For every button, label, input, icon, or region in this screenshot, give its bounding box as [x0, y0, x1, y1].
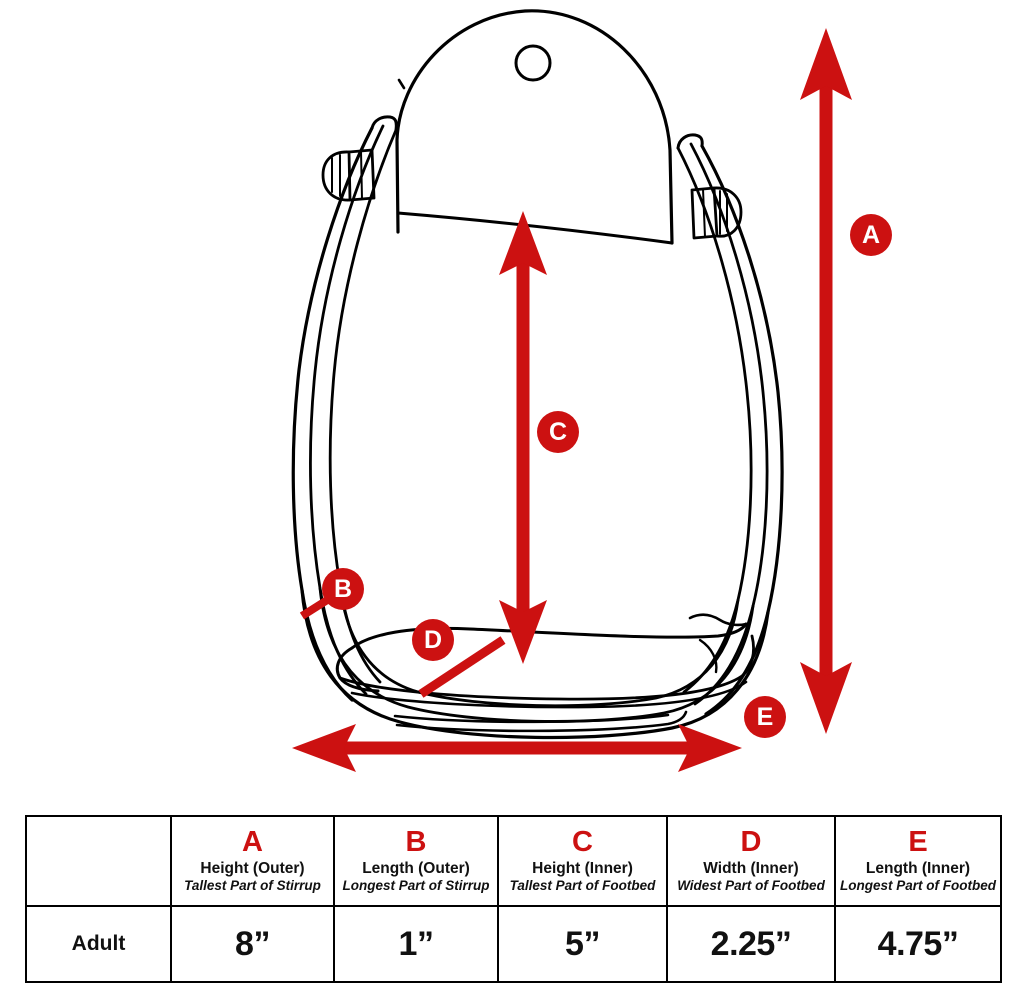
- marker-b-badge: [322, 568, 364, 610]
- stirrup-bottom-inner-curve: [338, 582, 740, 708]
- table-header-row: A Height (Outer) Tallest Part of Stirrup…: [25, 815, 1002, 907]
- marker-c-label: C: [549, 418, 567, 446]
- marker-e-arrowhead-left: [292, 724, 356, 772]
- marker-d-diagonal-line: [418, 636, 506, 698]
- marker-e-label: E: [757, 703, 774, 731]
- header-letter-d: D: [740, 825, 762, 858]
- footbed-tread-plate: [395, 710, 688, 733]
- marker-e-badge: [744, 696, 786, 738]
- marker-b: B: [299, 568, 364, 620]
- marker-d-badge: [412, 619, 454, 661]
- table-header-cell-d: D Width (Inner) Widest Part of Footbed: [666, 815, 836, 907]
- footbed-lower-contour: [338, 634, 755, 701]
- header-title-c: Height (Inner): [532, 859, 633, 877]
- stirrup-diagram-svg: A C E B: [0, 0, 1024, 800]
- footbed-right-wrinkle: [688, 613, 748, 627]
- footbed-right-inner-detail: [698, 638, 718, 674]
- value-a: 8”: [235, 924, 270, 963]
- marker-d: D: [412, 619, 506, 698]
- header-sub-e: Longest Part of Footbed: [840, 878, 996, 894]
- table-row: Adult 8” 1” 5” 2.25” 4.75”: [25, 905, 1002, 983]
- marker-a-arrowhead-bottom: [800, 662, 852, 734]
- value-d: 2.25”: [710, 924, 792, 963]
- header-title-e: Length (Inner): [865, 859, 971, 877]
- footbed-tread-plate-top: [393, 713, 670, 724]
- top-plate-outline: [395, 9, 674, 245]
- right-band-top-cap: [676, 133, 704, 150]
- value-b: 1”: [398, 924, 434, 963]
- right-bolt-icon: [690, 186, 743, 240]
- header-title-a: Height (Outer): [200, 859, 305, 877]
- marker-a-arrowhead-top: [800, 28, 852, 100]
- header-letter-a: A: [242, 825, 263, 858]
- stirrup-diagram: A C E B: [0, 0, 1024, 800]
- row-label-cell: Adult: [25, 905, 172, 983]
- header-letter-e: E: [908, 825, 928, 858]
- footbed-second-contour: [350, 680, 748, 709]
- table-header-cell-a: A Height (Outer) Tallest Part of Stirrup: [170, 815, 335, 907]
- right-band-middle-edge: [689, 142, 769, 706]
- header-sub-d: Widest Part of Footbed: [677, 878, 825, 894]
- diagram-background: [0, 0, 1024, 800]
- value-e: 4.75”: [877, 924, 959, 963]
- left-bolt-icon: [321, 148, 376, 202]
- table-corner-cell: [25, 815, 172, 907]
- header-letter-b: B: [405, 825, 427, 858]
- table-header-cell-c: C Height (Inner) Tallest Part of Footbed: [497, 815, 668, 907]
- left-band-outer-edge: [291, 126, 374, 702]
- spec-table: A Height (Outer) Tallest Part of Stirrup…: [25, 815, 1002, 983]
- left-band-top-cap: [370, 115, 398, 132]
- marker-e-arrowhead-right: [678, 724, 742, 772]
- header-title-d: Width (Inner): [703, 859, 799, 877]
- marker-c-arrowhead-bottom: [499, 600, 547, 664]
- top-plate-notch: [397, 78, 406, 90]
- value-cell-e: 4.75”: [834, 905, 1002, 983]
- marker-b-label: B: [334, 575, 352, 603]
- value-cell-b: 1”: [333, 905, 499, 983]
- table-header-cell-e: E Length (Inner) Longest Part of Footbed: [834, 815, 1002, 907]
- stirrup-artwork: [291, 9, 784, 740]
- marker-c-badge: [537, 411, 579, 453]
- header-sub-a: Tallest Part of Stirrup: [184, 878, 321, 894]
- stirrup-bottom-outer-curve: [300, 588, 770, 740]
- header-sub-c: Tallest Part of Footbed: [509, 878, 656, 894]
- value-cell-d: 2.25”: [666, 905, 836, 983]
- marker-c-arrowhead-top: [499, 211, 547, 275]
- table-header-cell-b: B Length (Outer) Longest Part of Stirrup: [333, 815, 499, 907]
- marker-e: E: [292, 696, 786, 772]
- spec-table-container: A Height (Outer) Tallest Part of Stirrup…: [25, 815, 1002, 983]
- value-cell-c: 5”: [497, 905, 668, 983]
- bolt-hole-icon: [514, 44, 552, 82]
- marker-a-label: A: [862, 221, 880, 249]
- marker-d-label: D: [424, 626, 442, 654]
- header-sub-b: Longest Part of Stirrup: [342, 878, 490, 894]
- row-label-adult: Adult: [71, 932, 126, 955]
- value-cell-a: 8”: [170, 905, 335, 983]
- marker-a: A: [800, 28, 892, 734]
- header-letter-c: C: [572, 825, 593, 858]
- marker-c: C: [499, 211, 579, 664]
- header-title-b: Length (Outer): [362, 859, 470, 877]
- right-band-inner-edge: [676, 146, 753, 694]
- marker-a-badge: [850, 214, 892, 256]
- footbed-top-surface: [350, 622, 748, 650]
- value-c: 5”: [565, 924, 600, 963]
